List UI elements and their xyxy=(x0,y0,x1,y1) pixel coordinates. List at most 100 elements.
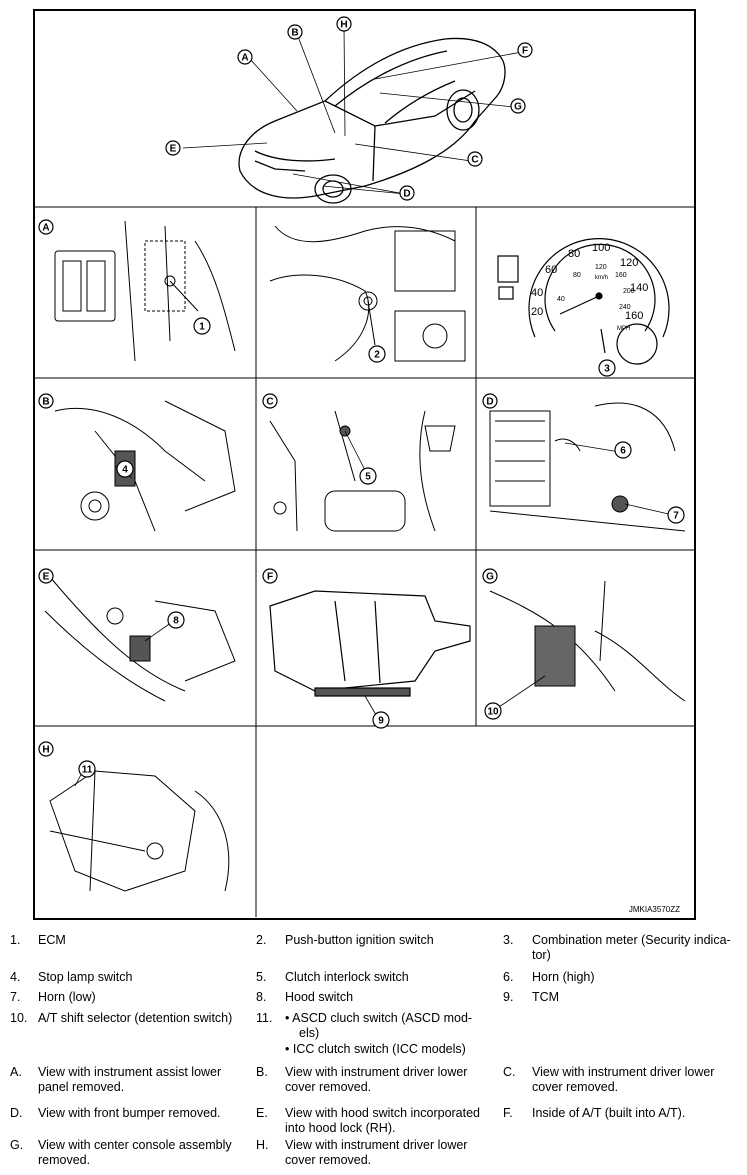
legend-letter: D. xyxy=(10,1106,23,1120)
part-callout-3: 3 xyxy=(598,359,616,377)
legend-line: TCM xyxy=(532,990,560,1004)
panel-c-drawing xyxy=(269,410,456,532)
legend-line: A/T shift selector (detention switch) xyxy=(38,1011,233,1025)
overview-callout-g: G xyxy=(510,98,526,114)
svg-text:E: E xyxy=(43,572,50,583)
legend-line: Stop lamp switch xyxy=(38,970,133,984)
figure-drawing: 20 40 60 80 100 120 140 160 km/h MPH 40 … xyxy=(35,16,694,917)
panel-label-f: F xyxy=(262,568,278,584)
legend-number: 8. xyxy=(256,990,267,1004)
svg-text:G: G xyxy=(486,572,494,583)
overview-callout-f: F xyxy=(517,42,533,58)
svg-text:E: E xyxy=(170,144,177,155)
svg-text:B: B xyxy=(291,28,298,39)
car-overview-drawing xyxy=(238,37,506,204)
part-callout-1: 1 xyxy=(193,317,211,335)
transmission-drawing xyxy=(269,590,471,697)
legend-line: Push-button ignition switch xyxy=(285,933,434,947)
legend-line: View with instrument driver lower xyxy=(532,1065,715,1079)
legend-line: panel removed. xyxy=(38,1080,125,1094)
overview-callout-a: A xyxy=(237,49,253,65)
svg-text:F: F xyxy=(522,46,528,57)
part-callout-5: 5 xyxy=(359,467,377,485)
legend-number: 5. xyxy=(256,970,267,984)
legend-bullet: • ASCD cluch switch (ASCD mod- xyxy=(285,1011,473,1025)
svg-text:10: 10 xyxy=(487,707,499,718)
svg-text:7: 7 xyxy=(673,511,679,522)
part-callout-6: 6 xyxy=(614,441,632,459)
panel-label-a: A xyxy=(38,219,54,235)
overview-callout-h: H xyxy=(336,16,352,32)
legend-text: Stop lamp switch xyxy=(38,970,248,985)
panel-label-e: E xyxy=(38,568,54,584)
panel-a-drawing xyxy=(54,220,236,362)
svg-text:9: 9 xyxy=(378,716,384,727)
legend-letter: E. xyxy=(256,1106,268,1120)
speedometer-drawing xyxy=(497,238,670,365)
legend-bullet: • ICC clutch switch (ICC models) xyxy=(285,1042,466,1056)
legend-letter: C. xyxy=(503,1065,516,1079)
legend-number: 4. xyxy=(10,970,21,984)
legend-number: 10. xyxy=(10,1011,28,1025)
legend-line: Combination meter (Security indica- xyxy=(532,933,731,947)
speed-tick: 100 xyxy=(592,242,610,254)
overview-callout-d: D xyxy=(399,185,415,201)
panel-b-drawing xyxy=(54,400,236,532)
legend-text: Horn (low) xyxy=(38,990,248,1005)
legend-line: Horn (low) xyxy=(38,990,96,1004)
overview-callout-b: B xyxy=(287,24,303,40)
legend-text: Inside of A/T (built into A/T). xyxy=(532,1106,737,1121)
legend-line: cover removed. xyxy=(285,1153,372,1167)
svg-text:8: 8 xyxy=(173,616,179,627)
legend-text: Clutch interlock switch xyxy=(285,970,495,985)
panel-label-h: H xyxy=(38,741,54,757)
inner-tick: 240 xyxy=(619,304,631,311)
speed-tick: 60 xyxy=(545,264,557,276)
legend-line: Hood switch xyxy=(285,990,354,1004)
legend-text: ECM xyxy=(38,933,248,948)
svg-text:B: B xyxy=(42,397,49,408)
speed-tick: 140 xyxy=(630,282,648,294)
legend-line: View with instrument driver lower xyxy=(285,1065,468,1079)
legend-line: cover removed. xyxy=(532,1080,619,1094)
panel-label-g: G xyxy=(482,568,498,584)
legend-line: ECM xyxy=(38,933,66,947)
speedometer-labels: 20 40 60 80 100 120 140 160 km/h MPH xyxy=(531,242,648,332)
svg-text:D: D xyxy=(486,397,493,408)
legend-text: Push-button ignition switch xyxy=(285,933,495,948)
legend-number: 11. xyxy=(256,1011,273,1025)
svg-text:H: H xyxy=(340,20,347,31)
legend-number: 1. xyxy=(10,933,21,947)
panel-label-b: B xyxy=(38,393,54,409)
legend-bullet-cont: els) xyxy=(299,1026,320,1040)
speed-tick: 40 xyxy=(531,287,543,299)
speedometer-inner-ticks: 40 80 120 160 200 240 xyxy=(557,264,635,311)
figure-code: JMKIA3570ZZ xyxy=(628,905,680,914)
legend-line: View with instrument assist lower xyxy=(38,1065,222,1079)
legend-letter: H. xyxy=(256,1138,269,1152)
legend-line: Inside of A/T (built into A/T). xyxy=(532,1106,686,1120)
panel-label-c: C xyxy=(262,393,278,409)
legend-letter: B. xyxy=(256,1065,268,1079)
legend-line: Horn (high) xyxy=(532,970,595,984)
legend-text: • ASCD cluch switch (ASCD mod-els) • ICC … xyxy=(285,1011,495,1057)
legend-text: View with front bumper removed. xyxy=(38,1106,248,1121)
inner-tick: 80 xyxy=(573,272,581,279)
legend-text: TCM xyxy=(532,990,737,1005)
speed-tick: 120 xyxy=(620,257,638,269)
legend-text: Hood switch xyxy=(285,990,495,1005)
legend-letter: F. xyxy=(503,1106,513,1120)
part-callout-11: 11 xyxy=(78,760,96,778)
overview-callout-c: C xyxy=(467,151,483,167)
overview-leader-lines xyxy=(182,25,523,195)
legend-text: A/T shift selector (detention switch) xyxy=(38,1011,248,1026)
legend-line: View with front bumper removed. xyxy=(38,1106,221,1120)
legend-line: Clutch interlock switch xyxy=(285,970,409,984)
part-callout-7: 7 xyxy=(667,506,685,524)
svg-text:A: A xyxy=(241,53,248,64)
part-leader-lines xyxy=(74,430,674,787)
